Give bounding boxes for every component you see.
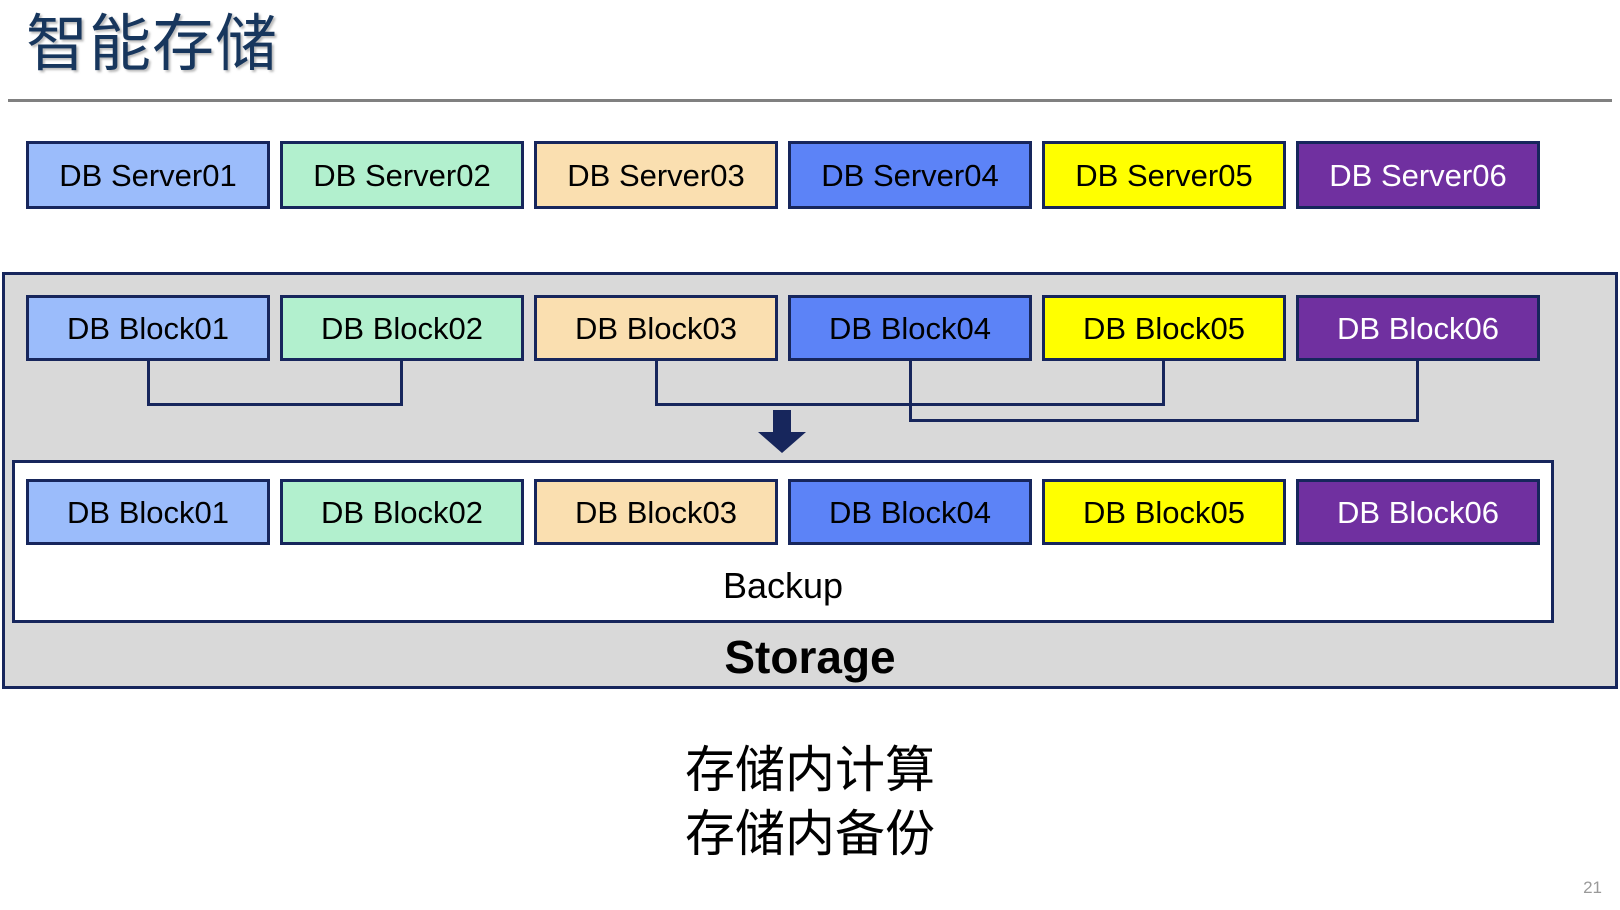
db-server-node-6[interactable]: DB Server06 bbox=[1296, 141, 1540, 209]
page-title: 智能存储 bbox=[26, 10, 279, 79]
db-block-node-label: DB Block05 bbox=[1083, 310, 1245, 346]
db-server-node-label: DB Server01 bbox=[59, 157, 237, 193]
db-server-node-2[interactable]: DB Server02 bbox=[280, 141, 524, 209]
footer-line-2: 存储内备份 bbox=[685, 806, 935, 862]
db-server-node-3[interactable]: DB Server03 bbox=[534, 141, 778, 209]
db-backup-block-node-5[interactable]: DB Block05 bbox=[1042, 479, 1286, 545]
connector-block01-to-block02 bbox=[147, 361, 403, 406]
db-backup-block-node-label: DB Block02 bbox=[321, 494, 483, 530]
connector-block04-to-block06 bbox=[909, 361, 1419, 422]
db-backup-block-node-3[interactable]: DB Block03 bbox=[534, 479, 778, 545]
page-number: 21 bbox=[1583, 878, 1602, 897]
db-block-node-6[interactable]: DB Block06 bbox=[1296, 295, 1540, 361]
db-server-node-4[interactable]: DB Server04 bbox=[788, 141, 1032, 209]
db-backup-block-node-label: DB Block03 bbox=[575, 494, 737, 530]
db-backup-block-node-label: DB Block01 bbox=[67, 494, 229, 530]
db-backup-block-node-label: DB Block05 bbox=[1083, 494, 1245, 530]
db-server-node-label: DB Server02 bbox=[313, 157, 491, 193]
title-divider bbox=[8, 99, 1612, 102]
db-server-node-label: DB Server04 bbox=[821, 157, 999, 193]
storage-label: Storage bbox=[724, 631, 896, 683]
db-block-node-label: DB Block04 bbox=[829, 310, 991, 346]
db-backup-block-node-label: DB Block06 bbox=[1337, 494, 1499, 530]
db-block-node-4[interactable]: DB Block04 bbox=[788, 295, 1032, 361]
footer-text: 存储内计算存储内备份 bbox=[0, 738, 1620, 866]
db-server-node-label: DB Server05 bbox=[1075, 157, 1253, 193]
db-block-node-2[interactable]: DB Block02 bbox=[280, 295, 524, 361]
db-block-node-5[interactable]: DB Block05 bbox=[1042, 295, 1286, 361]
db-server-node-5[interactable]: DB Server05 bbox=[1042, 141, 1286, 209]
db-server-node-label: DB Server06 bbox=[1329, 157, 1507, 193]
db-block-node-label: DB Block03 bbox=[575, 310, 737, 346]
footer-line-1: 存储内计算 bbox=[685, 742, 935, 798]
db-block-node-label: DB Block01 bbox=[67, 310, 229, 346]
db-backup-block-node-label: DB Block04 bbox=[829, 494, 991, 530]
db-backup-block-node-4[interactable]: DB Block04 bbox=[788, 479, 1032, 545]
db-server-node-1[interactable]: DB Server01 bbox=[26, 141, 270, 209]
backup-label: Backup bbox=[722, 565, 844, 606]
db-block-node-3[interactable]: DB Block03 bbox=[534, 295, 778, 361]
down-arrow-icon bbox=[756, 410, 808, 454]
db-block-node-label: DB Block02 bbox=[321, 310, 483, 346]
db-backup-block-node-6[interactable]: DB Block06 bbox=[1296, 479, 1540, 545]
db-backup-block-node-1[interactable]: DB Block01 bbox=[26, 479, 270, 545]
db-backup-block-node-2[interactable]: DB Block02 bbox=[280, 479, 524, 545]
db-server-node-label: DB Server03 bbox=[567, 157, 745, 193]
db-block-node-label: DB Block06 bbox=[1337, 310, 1499, 346]
db-block-node-1[interactable]: DB Block01 bbox=[26, 295, 270, 361]
